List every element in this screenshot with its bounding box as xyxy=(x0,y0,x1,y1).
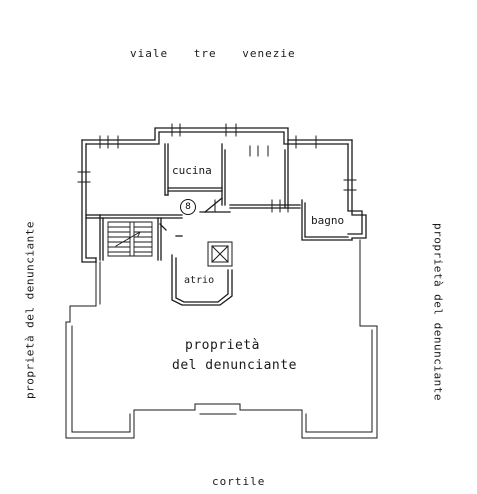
room-label-entrance: atrio xyxy=(184,275,215,286)
room-label-kitchen: cucina xyxy=(172,164,212,177)
building-outline xyxy=(65,239,378,439)
street-name: viale tre venezie xyxy=(130,47,296,60)
left-side-label: proprietà del denunciante xyxy=(23,220,37,400)
staircase xyxy=(107,221,153,257)
room-label-bathroom: bagno xyxy=(311,214,345,227)
interior-walls xyxy=(85,139,353,261)
shaft xyxy=(207,241,233,267)
unit-number-badge: 8 xyxy=(180,199,196,215)
window-marks xyxy=(77,123,357,213)
right-side-label: proprietà del denunciante xyxy=(431,222,445,402)
courtyard-label: cortile xyxy=(212,475,266,488)
property-label-line1: proprietà xyxy=(185,338,260,353)
property-label-line2: del denunciante xyxy=(172,358,297,373)
entrance-hall xyxy=(159,223,233,306)
